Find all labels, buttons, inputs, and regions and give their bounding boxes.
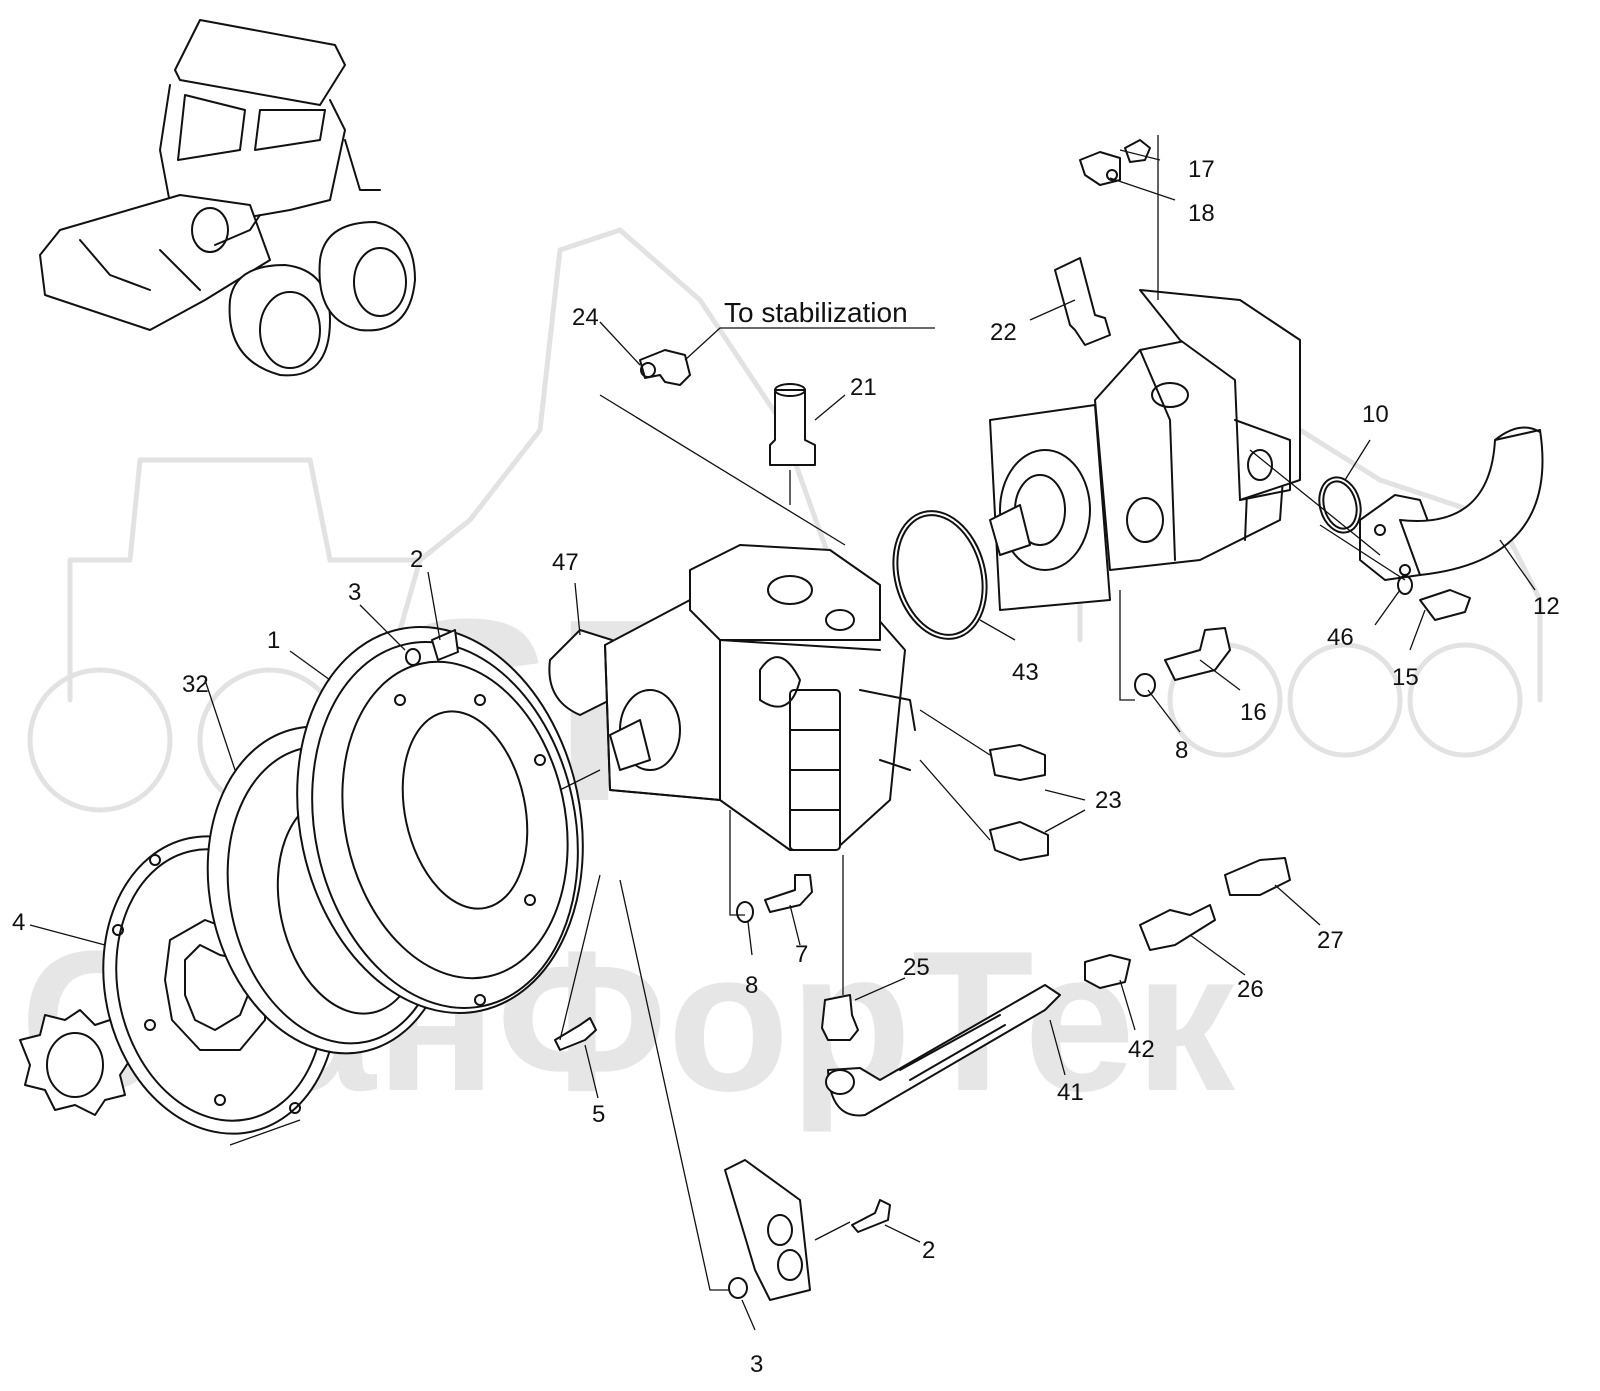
part-bolt-15 xyxy=(1397,575,1471,621)
part-fitting-26 xyxy=(1139,904,1216,951)
callout-5: 5 xyxy=(592,1101,605,1128)
part-bolt-5 xyxy=(554,1017,597,1051)
callout-46: 46 xyxy=(1327,624,1354,651)
callout-1: 1 xyxy=(267,627,280,654)
callout-7: 7 xyxy=(795,941,808,968)
callout-24: 24 xyxy=(572,304,599,331)
callout-10: 10 xyxy=(1362,401,1389,428)
callout-3-bottom: 3 xyxy=(750,1351,763,1378)
part-bell-housing xyxy=(296,626,584,1014)
part-fitting-25 xyxy=(821,994,859,1041)
part-fitting-42 xyxy=(1084,954,1131,989)
part-valve-17-18 xyxy=(1079,139,1151,186)
callout-17: 17 xyxy=(1188,156,1215,183)
callout-43: 43 xyxy=(1012,659,1039,686)
part-fitting-21 xyxy=(769,383,816,466)
callout-2-bottom: 2 xyxy=(922,1237,935,1264)
callout-42: 42 xyxy=(1128,1036,1155,1063)
callout-8-upper: 8 xyxy=(1175,737,1188,764)
machine-thumbnail xyxy=(39,19,416,377)
callout-27: 27 xyxy=(1317,927,1344,954)
part-elbow-tube xyxy=(1359,426,1544,581)
part-sensor-23 xyxy=(989,744,1049,861)
callout-labels: 1 2 2 3 3 4 5 7 8 8 10 12 15 16 17 18 21… xyxy=(12,156,1560,1378)
callout-15: 15 xyxy=(1392,664,1419,691)
parts xyxy=(19,139,1544,1301)
part-bolt-7 xyxy=(736,874,813,923)
callout-47: 47 xyxy=(552,549,579,576)
callout-26: 26 xyxy=(1237,976,1264,1003)
callout-22: 22 xyxy=(990,319,1017,346)
callout-2-top: 2 xyxy=(410,546,423,573)
part-bolt-16 xyxy=(1134,627,1231,697)
part-bracket xyxy=(724,1159,891,1301)
callout-41: 41 xyxy=(1057,1079,1084,1106)
callout-12: 12 xyxy=(1533,593,1560,620)
part-oring-43 xyxy=(892,510,988,640)
part-aux-pump xyxy=(989,289,1301,611)
part-bolt-2-top xyxy=(405,629,459,666)
part-fitting-22 xyxy=(1054,257,1111,346)
leader-lines xyxy=(29,135,1536,1331)
callout-18: 18 xyxy=(1188,200,1215,227)
part-fitting-27 xyxy=(1224,857,1291,896)
callout-32: 32 xyxy=(182,671,209,698)
note-to-stabilization: To stabilization xyxy=(724,297,908,328)
callout-21: 21 xyxy=(850,374,877,401)
callout-25: 25 xyxy=(903,954,930,981)
part-main-pump xyxy=(548,544,916,851)
callout-16: 16 xyxy=(1240,699,1267,726)
part-elbow-24 xyxy=(639,349,691,386)
callout-3-top: 3 xyxy=(348,579,361,606)
callout-8-lower: 8 xyxy=(745,972,758,999)
callout-23: 23 xyxy=(1095,787,1122,814)
part-oring-10 xyxy=(1318,476,1362,534)
part-coupling-star xyxy=(19,1009,131,1116)
callout-4: 4 xyxy=(12,909,25,936)
part-hose-41 xyxy=(825,984,1061,1117)
